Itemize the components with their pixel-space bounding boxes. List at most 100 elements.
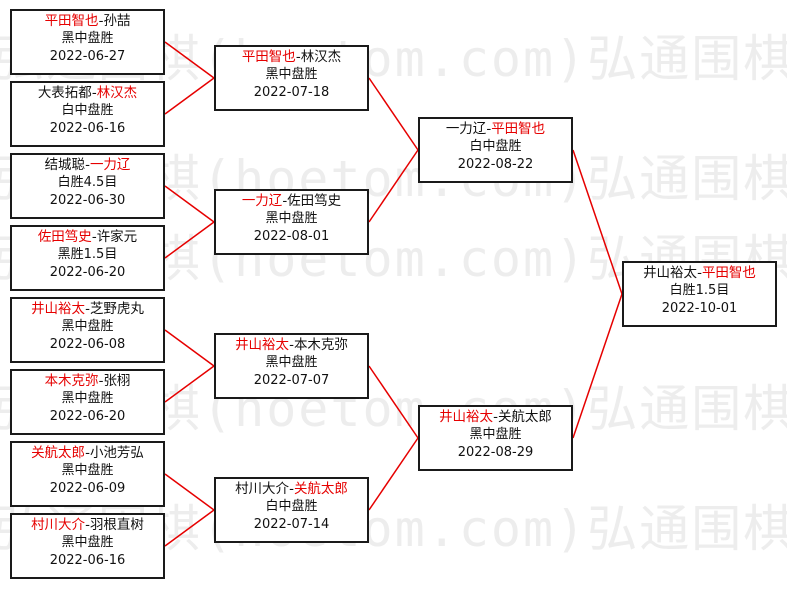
match-players: 井山裕太-本木克弥 — [235, 337, 348, 353]
match-card-r2m2[interactable]: 一力辽-佐田笃史 黑中盘胜 2022-08-01 — [214, 189, 369, 255]
match-date: 2022-08-01 — [253, 229, 330, 244]
match-date: 2022-06-08 — [49, 337, 126, 352]
match-date: 2022-08-29 — [457, 445, 534, 460]
player-name: 大表拓都 — [37, 85, 92, 101]
player-name: 关航太郎 — [293, 481, 348, 497]
match-card-r3m1[interactable]: 一力辽-平田智也 白中盘胜 2022-08-22 — [418, 117, 573, 183]
match-card-r1m5[interactable]: 井山裕太-芝野虎丸 黑中盘胜 2022-06-08 — [10, 297, 165, 363]
connector-line — [572, 293, 623, 439]
match-card-r2m1[interactable]: 平田智也-林汉杰 黑中盘胜 2022-07-18 — [214, 45, 369, 111]
player-name: 一力辽 — [445, 121, 487, 137]
match-date: 2022-06-30 — [49, 193, 126, 208]
player-name: 本木克弥 — [44, 373, 99, 389]
match-card-r2m4[interactable]: 村川大介-关航太郎 白中盘胜 2022-07-14 — [214, 477, 369, 543]
match-result: 白中盘胜 — [469, 139, 522, 154]
connector-line — [368, 437, 419, 511]
connector-line — [572, 149, 623, 295]
match-card-r3m2[interactable]: 井山裕太-关航太郎 黑中盘胜 2022-08-29 — [418, 405, 573, 471]
player-name: 关航太郎 — [497, 409, 552, 425]
player-name: 井山裕太 — [235, 337, 290, 353]
player-name: 羽根直树 — [89, 517, 144, 533]
match-players: 本木克弥-张栩 — [44, 373, 131, 389]
match-date: 2022-06-27 — [49, 49, 126, 64]
match-result: 黑中盘胜 — [265, 355, 318, 370]
match-date: 2022-07-07 — [253, 373, 330, 388]
connector-line — [368, 365, 419, 439]
match-card-r1m6[interactable]: 本木克弥-张栩 黑中盘胜 2022-06-20 — [10, 369, 165, 435]
match-card-r1m8[interactable]: 村川大介-羽根直树 黑中盘胜 2022-06-16 — [10, 513, 165, 579]
player-name: 井山裕太 — [643, 265, 698, 281]
match-date: 2022-06-16 — [49, 553, 126, 568]
player-name: 井山裕太 — [31, 301, 86, 317]
player-name: 村川大介 — [235, 481, 290, 497]
player-name: 村川大介 — [31, 517, 86, 533]
match-players: 村川大介-关航太郎 — [235, 481, 348, 497]
connector-line — [164, 185, 215, 223]
player-name: 关航太郎 — [31, 445, 86, 461]
match-card-r1m7[interactable]: 关航太郎-小池芳弘 黑中盘胜 2022-06-09 — [10, 441, 165, 507]
match-players: 井山裕太-关航太郎 — [439, 409, 552, 425]
player-name: 许家元 — [96, 229, 138, 245]
match-players: 井山裕太-芝野虎丸 — [31, 301, 144, 317]
match-result: 黑中盘胜 — [265, 211, 318, 226]
match-date: 2022-06-16 — [49, 121, 126, 136]
match-card-final[interactable]: 井山裕太-平田智也 白胜1.5目 2022-10-01 — [622, 261, 777, 327]
match-date: 2022-07-14 — [253, 517, 330, 532]
player-name: 平田智也 — [44, 13, 99, 29]
match-date: 2022-06-09 — [49, 481, 126, 496]
match-card-r2m3[interactable]: 井山裕太-本木克弥 黑中盘胜 2022-07-07 — [214, 333, 369, 399]
player-name: 一力辽 — [89, 157, 131, 173]
connector-line — [164, 509, 215, 547]
match-result: 白中盘胜 — [265, 499, 318, 514]
match-players: 平田智也-孙喆 — [44, 13, 131, 29]
player-name: 林汉杰 — [300, 49, 342, 65]
match-date: 2022-06-20 — [49, 265, 126, 280]
player-name: 平田智也 — [491, 121, 546, 137]
connector-line — [368, 149, 419, 223]
player-name: 孙喆 — [103, 13, 131, 29]
match-result: 黑中盘胜 — [61, 319, 114, 334]
connector-line — [164, 41, 215, 79]
connector-line — [164, 77, 215, 115]
match-date: 2022-08-22 — [457, 157, 534, 172]
match-result: 黑胜1.5目 — [57, 247, 118, 262]
match-result: 白胜4.5目 — [57, 175, 118, 190]
match-result: 黑中盘胜 — [61, 535, 114, 550]
player-name: 结城聪 — [44, 157, 86, 173]
match-players: 关航太郎-小池芳弘 — [31, 445, 144, 461]
match-players: 佐田笃史-许家元 — [37, 229, 138, 245]
match-card-r1m4[interactable]: 佐田笃史-许家元 黑胜1.5目 2022-06-20 — [10, 225, 165, 291]
connector-line — [164, 473, 215, 511]
player-name: 张栩 — [103, 373, 131, 389]
match-card-r1m3[interactable]: 结城聪-一力辽 白胜4.5目 2022-06-30 — [10, 153, 165, 219]
match-result: 黑中盘胜 — [265, 67, 318, 82]
match-players: 一力辽-平田智也 — [445, 121, 546, 137]
match-card-r1m2[interactable]: 大表拓都-林汉杰 白中盘胜 2022-06-16 — [10, 81, 165, 147]
match-result: 黑中盘胜 — [61, 391, 114, 406]
player-name: 林汉杰 — [96, 85, 138, 101]
player-name: 平田智也 — [241, 49, 296, 65]
player-name: 佐田笃史 — [37, 229, 92, 245]
match-result: 黑中盘胜 — [61, 463, 114, 478]
match-result: 黑中盘胜 — [61, 31, 114, 46]
match-players: 一力辽-佐田笃史 — [241, 193, 342, 209]
connector-line — [368, 77, 419, 151]
match-card-r1m1[interactable]: 平田智也-孙喆 黑中盘胜 2022-06-27 — [10, 9, 165, 75]
player-name: 芝野虎丸 — [89, 301, 144, 317]
match-players: 井山裕太-平田智也 — [643, 265, 756, 281]
match-result: 白中盘胜 — [61, 103, 114, 118]
match-result: 黑中盘胜 — [469, 427, 522, 442]
match-players: 平田智也-林汉杰 — [241, 49, 342, 65]
connector-line — [164, 329, 215, 367]
player-name: 本木克弥 — [293, 337, 348, 353]
connector-line — [164, 365, 215, 403]
connector-line — [164, 221, 215, 259]
match-date: 2022-07-18 — [253, 85, 330, 100]
match-players: 结城聪-一力辽 — [44, 157, 131, 173]
match-players: 村川大介-羽根直树 — [31, 517, 144, 533]
player-name: 小池芳弘 — [89, 445, 144, 461]
player-name: 平田智也 — [701, 265, 756, 281]
player-name: 井山裕太 — [439, 409, 494, 425]
player-name: 一力辽 — [241, 193, 283, 209]
